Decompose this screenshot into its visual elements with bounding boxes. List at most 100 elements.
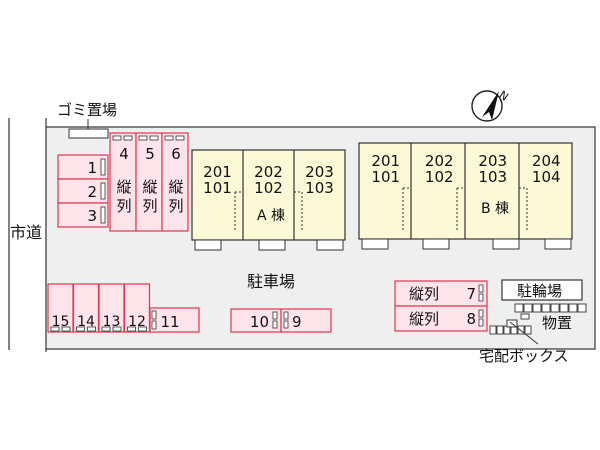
parking-space — [161, 132, 189, 232]
wheel-stop — [149, 135, 159, 141]
parking-space-number: 8 — [466, 310, 476, 328]
wheel-stop — [164, 135, 174, 141]
delivery-box-label: 宅配ボックス — [479, 347, 569, 365]
wheel-stop — [87, 326, 96, 332]
tandem-space-label: 縦列 — [142, 178, 157, 215]
tandem-space-label: 縦列 — [409, 310, 439, 328]
building-a-label: A 棟 — [257, 208, 285, 224]
wheel-stop — [283, 320, 289, 329]
parking-space — [47, 283, 74, 333]
wheel-stop — [101, 326, 111, 332]
parking-label: 駐車場 — [247, 272, 295, 291]
unit-number-upper: 203 — [478, 152, 507, 170]
parking-left-stack: 1 2 3 — [57, 154, 109, 228]
bicycle-rack-slot — [489, 325, 497, 335]
bicycle-rack-slot — [532, 303, 542, 313]
tandem-label-char: 縦 — [116, 178, 131, 196]
parking-space — [57, 178, 109, 204]
bicycle-rack-slot — [577, 303, 587, 313]
wheel-stop — [50, 326, 60, 332]
wheel-stop — [478, 318, 484, 327]
building-b-porch — [544, 238, 572, 250]
storage-label: 物置 — [542, 314, 572, 332]
parking-space — [57, 154, 109, 180]
parking-space — [280, 308, 332, 333]
building-b-wall — [519, 187, 528, 232]
tandem-label-char: 列 — [116, 197, 131, 215]
parking-space — [72, 283, 100, 333]
wheel-stop — [123, 135, 133, 141]
tandem-label-char: 縦 — [168, 178, 183, 196]
unit-number-upper: 202 — [425, 152, 454, 170]
unit-number-upper: 201 — [371, 152, 400, 170]
unit-number-lower: 104 — [532, 168, 561, 186]
bicycle-racks — [489, 303, 587, 335]
wheel-stop — [283, 311, 289, 320]
unit-number-upper: 203 — [305, 163, 334, 181]
wheel-stop — [100, 158, 106, 176]
parking-space-number: 3 — [87, 207, 97, 225]
compass-needle — [482, 91, 499, 120]
bicycle-rack-slot — [523, 303, 533, 313]
bicycle-rack-slot — [517, 325, 525, 335]
unit-number-lower: 101 — [203, 179, 232, 197]
parking-space — [57, 202, 109, 228]
building-b-porch — [422, 238, 450, 250]
building-b-label: B 棟 — [481, 201, 509, 217]
wheel-stop — [138, 326, 147, 332]
parking-space-number: 2 — [87, 183, 97, 201]
wheel-stop — [76, 326, 85, 332]
parking-space-number: 1 — [87, 159, 97, 177]
bicycle-parking — [501, 279, 583, 301]
unit-number-upper: 201 — [203, 163, 232, 181]
parking-space — [394, 305, 488, 332]
tandem-label-char: 縦 — [142, 178, 157, 196]
tandem-space-number: 4 — [119, 145, 129, 163]
parking-space — [394, 280, 488, 307]
road-label: 市道 — [10, 223, 42, 242]
tandem-space-label: 縦列 — [168, 178, 183, 215]
unit-number-lower: 102 — [425, 168, 454, 186]
bicycle-rack-slot — [496, 325, 504, 335]
bicycle-rack-slot — [541, 303, 551, 313]
bicycle-rack-slot — [550, 303, 560, 313]
wheel-stop — [175, 135, 185, 141]
parking-space — [123, 283, 151, 333]
parking-space-number: 15 — [52, 314, 70, 330]
wheel-stop — [478, 309, 484, 318]
unit-number-lower: 103 — [478, 168, 507, 186]
unit-number-lower: 103 — [305, 179, 334, 197]
tandem-space-label: 縦列 — [116, 178, 131, 215]
building-a-wall — [294, 191, 303, 230]
building-b-porch — [361, 238, 389, 250]
tandem-label-char: 列 — [142, 197, 157, 215]
wheel-stop — [272, 320, 278, 329]
building-a-body — [191, 149, 346, 241]
building-b-porch — [492, 238, 520, 250]
bicycle-rack-slot — [524, 325, 532, 335]
wheel-stop — [151, 320, 157, 330]
building-a-porch — [194, 239, 222, 251]
wheel-stop — [138, 135, 148, 141]
wheel-stop — [100, 206, 106, 224]
bicycle-rack-slot — [514, 303, 524, 313]
parking-space-number: 9 — [292, 313, 302, 331]
delivery-box-leader — [509, 321, 539, 345]
parking-space-number: 12 — [128, 314, 146, 330]
unit-number-lower: 102 — [254, 179, 283, 197]
wheel-stop — [478, 284, 484, 293]
parking-space-number: 11 — [160, 313, 179, 331]
bicycle-rack-slot — [568, 303, 578, 313]
parking-space — [149, 307, 200, 333]
garbage-box — [68, 128, 109, 139]
parking-space — [98, 283, 125, 333]
